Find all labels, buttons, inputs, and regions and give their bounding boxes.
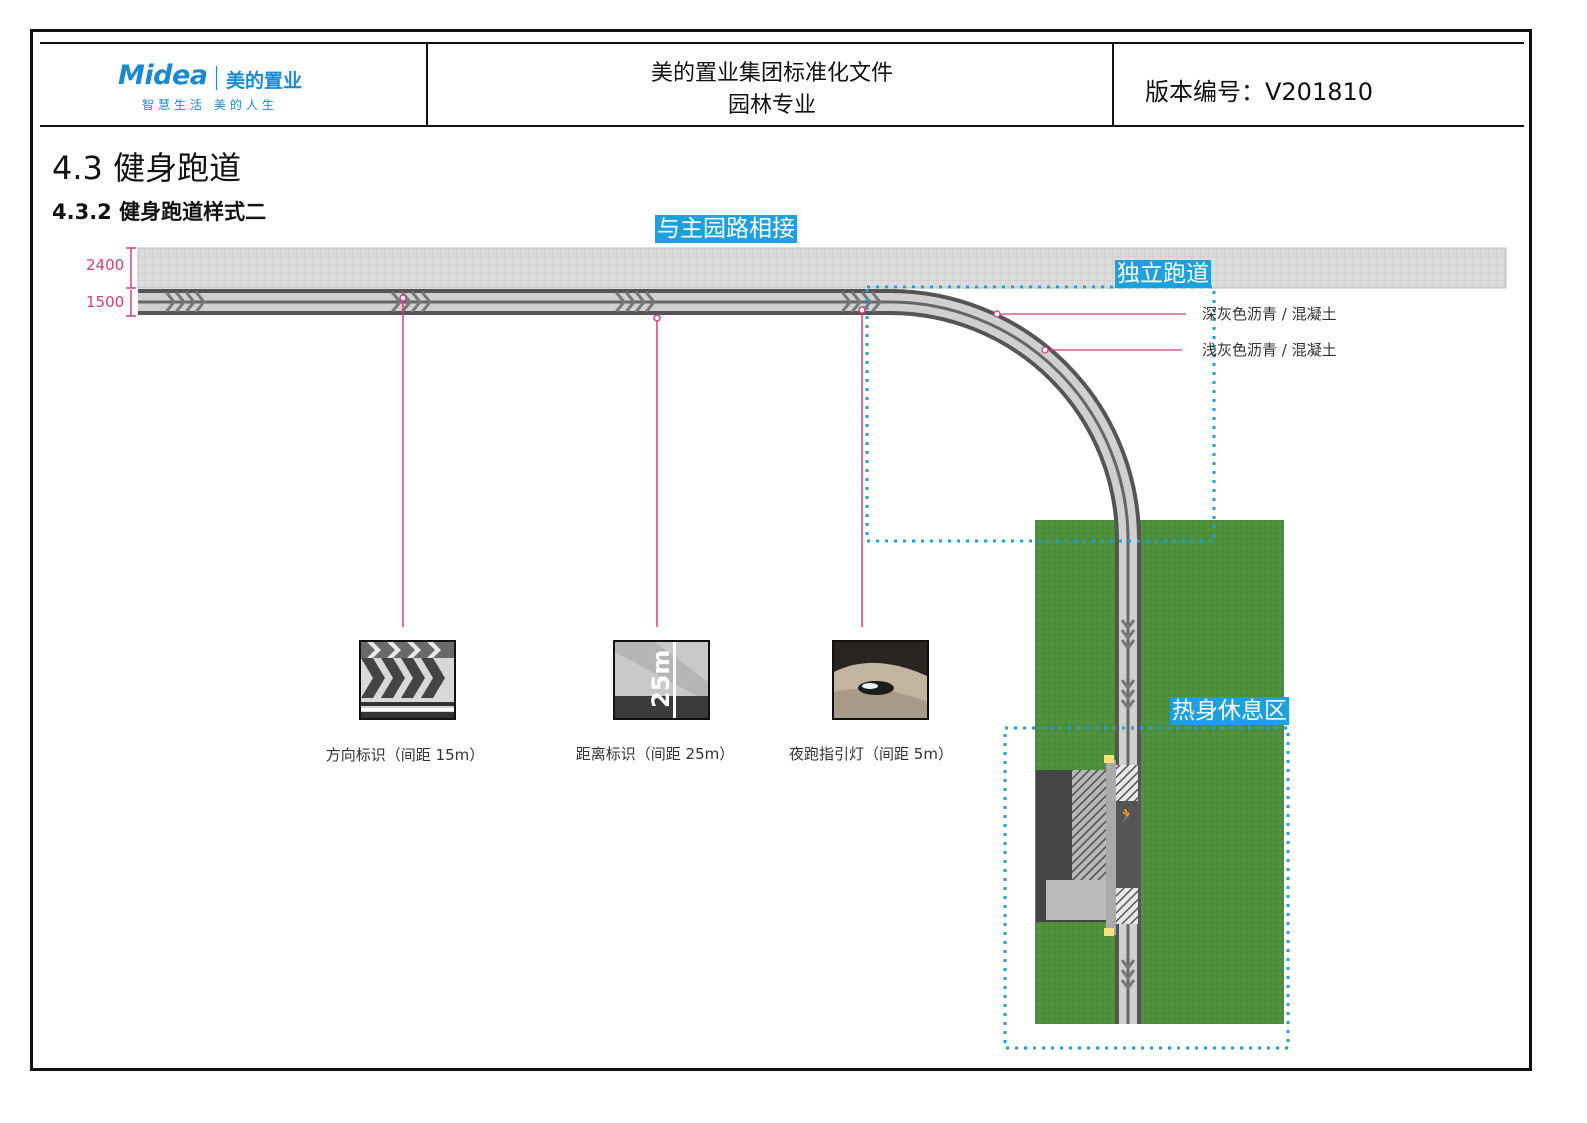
zone-tag-rest-area: 热身休息区: [1170, 697, 1289, 725]
chevron-marker: [1120, 619, 1136, 651]
caption-direction-marker: 方向标识（间距 15m）: [325, 746, 485, 764]
header-top-rule: [40, 42, 1524, 44]
section-title: 4.3 健身跑道: [52, 149, 242, 187]
dimension-marks: [126, 247, 136, 317]
logo-chinese-name: 美的置业: [226, 70, 303, 92]
zone-tag-main-road: 与主园路相接: [655, 215, 797, 243]
chevron-marking-icon: [361, 642, 454, 718]
document-title: 美的置业集团标准化文件 园林专业: [430, 58, 1114, 122]
header-divider-2: [1112, 42, 1114, 127]
rest-area-zone: [1003, 726, 1290, 1050]
header-bottom-rule: [40, 125, 1524, 127]
sample-leader-lines: [399, 294, 866, 627]
chevron-marker: [1120, 679, 1136, 711]
dimension-road-width: 2400: [86, 256, 125, 274]
chevron-marking-sample: [359, 640, 456, 720]
document-title-line2: 园林专业: [727, 93, 816, 118]
document-title-line1: 美的置业集团标准化文件: [650, 61, 893, 86]
ground-light-icon: [834, 642, 927, 718]
chevron-marker: [1120, 959, 1136, 991]
distance-marking-sample: 25m: [613, 640, 710, 720]
distance-marking-icon: 25m: [615, 642, 708, 718]
independent-track-zone: [865, 285, 1216, 543]
logo-slogan: 智慧生活 美的人生: [142, 98, 278, 112]
dimension-track-width: 1500: [86, 293, 125, 311]
main-road: [137, 247, 1507, 289]
caption-night-light: 夜跑指引灯（间距 5m）: [789, 745, 953, 763]
chevron-marker: [614, 291, 656, 313]
material-label-dark: 深灰色沥青 / 混凝土: [1202, 305, 1337, 323]
svg-text:🏃: 🏃: [1118, 807, 1135, 824]
company-logo: Midea 美的置业 智慧生活 美的人生: [118, 58, 328, 118]
version-number: 版本编号：V201810: [1145, 78, 1374, 106]
logo-separator: [216, 66, 217, 90]
header-divider-1: [426, 42, 428, 127]
chevron-marker: [390, 291, 432, 313]
chevron-markers: [164, 291, 1136, 991]
caption-distance-marker: 距离标识（间距 25m）: [575, 745, 735, 763]
distance-marking-text: 25m: [647, 650, 675, 708]
chevron-marker: [840, 291, 882, 313]
material-label-light: 浅灰色沥青 / 混凝土: [1202, 341, 1337, 359]
page-frame: [30, 29, 1532, 1071]
track-center-line: [138, 300, 1130, 1024]
material-leader-lines: [993, 310, 1186, 354]
rest-pavilion: 🏃: [1036, 755, 1138, 936]
section-subtitle: 4.3.2 健身跑道样式二: [52, 200, 267, 224]
chevron-marker: [164, 291, 206, 313]
ground-light-sample: [832, 640, 929, 720]
zone-tag-independent-track: 独立跑道: [1115, 260, 1211, 288]
logo-brand: Midea: [118, 60, 208, 91]
